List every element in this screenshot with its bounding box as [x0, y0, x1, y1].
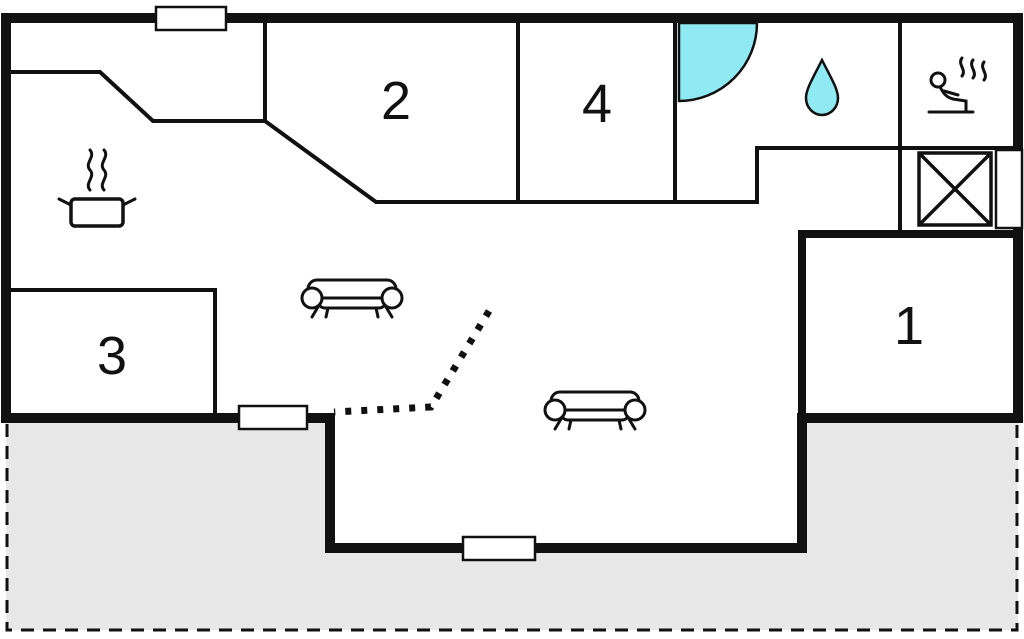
room-4-label: 4	[581, 74, 613, 134]
steam-icon	[959, 56, 965, 78]
shower-icon	[677, 21, 759, 103]
sofa-icon	[543, 390, 647, 431]
window-icon	[154, 5, 228, 32]
steam-icon	[970, 58, 976, 80]
sauna-icon	[927, 56, 987, 114]
room-1-label: 1	[893, 296, 925, 356]
sofa-icon	[300, 278, 404, 319]
dotted-partition	[333, 309, 492, 416]
steam-icon	[86, 148, 94, 192]
steam-icon	[100, 148, 108, 192]
room-3-wall	[6, 288, 217, 418]
entry-wall	[6, 70, 265, 123]
hall-wall	[263, 18, 1018, 204]
living-extension-floor	[326, 414, 804, 552]
water-drop-icon	[804, 57, 840, 117]
window-icon	[237, 404, 309, 431]
cooking-pot-icon	[57, 148, 137, 228]
room-1-wall	[798, 230, 1018, 418]
crossed-box-icon	[917, 151, 993, 227]
room-3-label: 3	[96, 326, 128, 386]
window-icon	[461, 535, 537, 562]
steam-icon	[981, 60, 987, 82]
door-icon	[994, 148, 1024, 230]
room-2-label: 2	[380, 71, 412, 131]
terrace-dashed-border	[5, 424, 1019, 632]
